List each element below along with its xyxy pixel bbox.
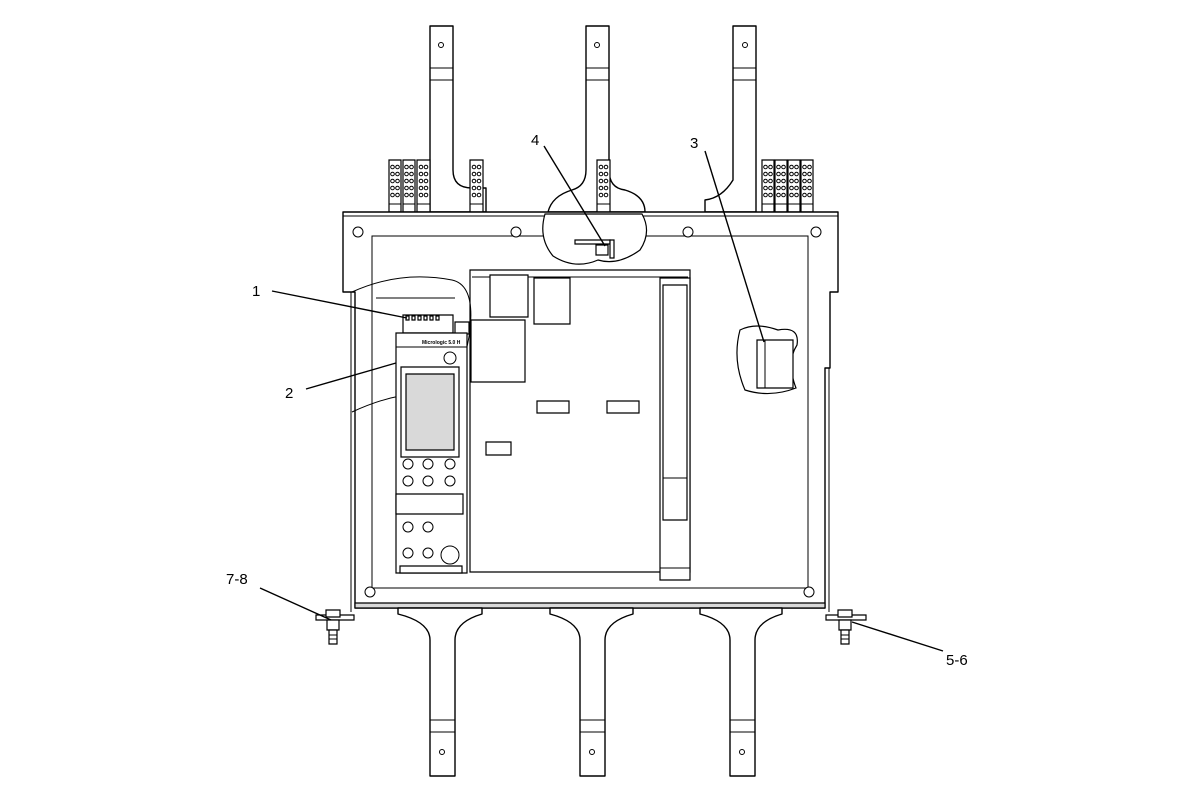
leader-lines bbox=[260, 146, 943, 651]
bottom-busbar-right bbox=[700, 608, 782, 776]
trip-unit-button bbox=[423, 522, 433, 532]
leader-1 bbox=[272, 291, 407, 318]
terminal-block bbox=[389, 160, 401, 212]
leader-4 bbox=[544, 146, 605, 246]
trip-unit-button bbox=[403, 522, 413, 532]
leader-56 bbox=[852, 622, 943, 651]
trip-unit-button bbox=[403, 459, 413, 469]
top-busbar-left bbox=[430, 26, 486, 212]
callout-5-6: 5-6 bbox=[946, 652, 968, 669]
trip-unit-button bbox=[423, 476, 433, 486]
callout-1: 1 bbox=[252, 283, 260, 300]
breaker-body bbox=[470, 270, 690, 580]
terminal-block bbox=[470, 160, 483, 212]
trip-unit-button bbox=[403, 476, 413, 486]
cutaway-top bbox=[543, 214, 647, 264]
leader-2 bbox=[306, 363, 396, 389]
terminal-block bbox=[801, 160, 813, 212]
trip-unit-brand: Micrologic 5.0 H bbox=[422, 340, 461, 346]
terminal-blocks bbox=[389, 160, 813, 212]
callout-4: 4 bbox=[531, 132, 539, 149]
trip-unit-button bbox=[445, 459, 455, 469]
callout-labels: 1 2 3 4 5-6 7-8 bbox=[226, 132, 968, 669]
cutaway-side bbox=[737, 326, 797, 394]
bottom-busbar-center bbox=[550, 608, 633, 776]
callout-3: 3 bbox=[690, 135, 698, 152]
terminal-block bbox=[775, 160, 787, 212]
callout-2: 2 bbox=[285, 385, 293, 402]
mounting-bolt-right bbox=[826, 610, 866, 644]
terminal-block bbox=[597, 160, 610, 212]
callout-7-8: 7-8 bbox=[226, 571, 248, 588]
terminal-block bbox=[762, 160, 774, 212]
terminal-block bbox=[788, 160, 800, 212]
bottom-busbar-left bbox=[398, 608, 482, 776]
trip-unit-button bbox=[445, 476, 455, 486]
bottom-busbars bbox=[398, 608, 782, 776]
trip-unit-button bbox=[423, 548, 433, 558]
leader-78 bbox=[260, 588, 331, 620]
terminal-block bbox=[403, 160, 415, 212]
top-busbar-right bbox=[705, 26, 756, 212]
mounting-bolt-left bbox=[316, 610, 354, 644]
leader-3 bbox=[705, 151, 764, 342]
terminal-block bbox=[417, 160, 430, 212]
trip-unit-button bbox=[403, 548, 413, 558]
trip-unit-button bbox=[423, 459, 433, 469]
trip-unit: Micrologic 5.0 H bbox=[396, 315, 469, 573]
